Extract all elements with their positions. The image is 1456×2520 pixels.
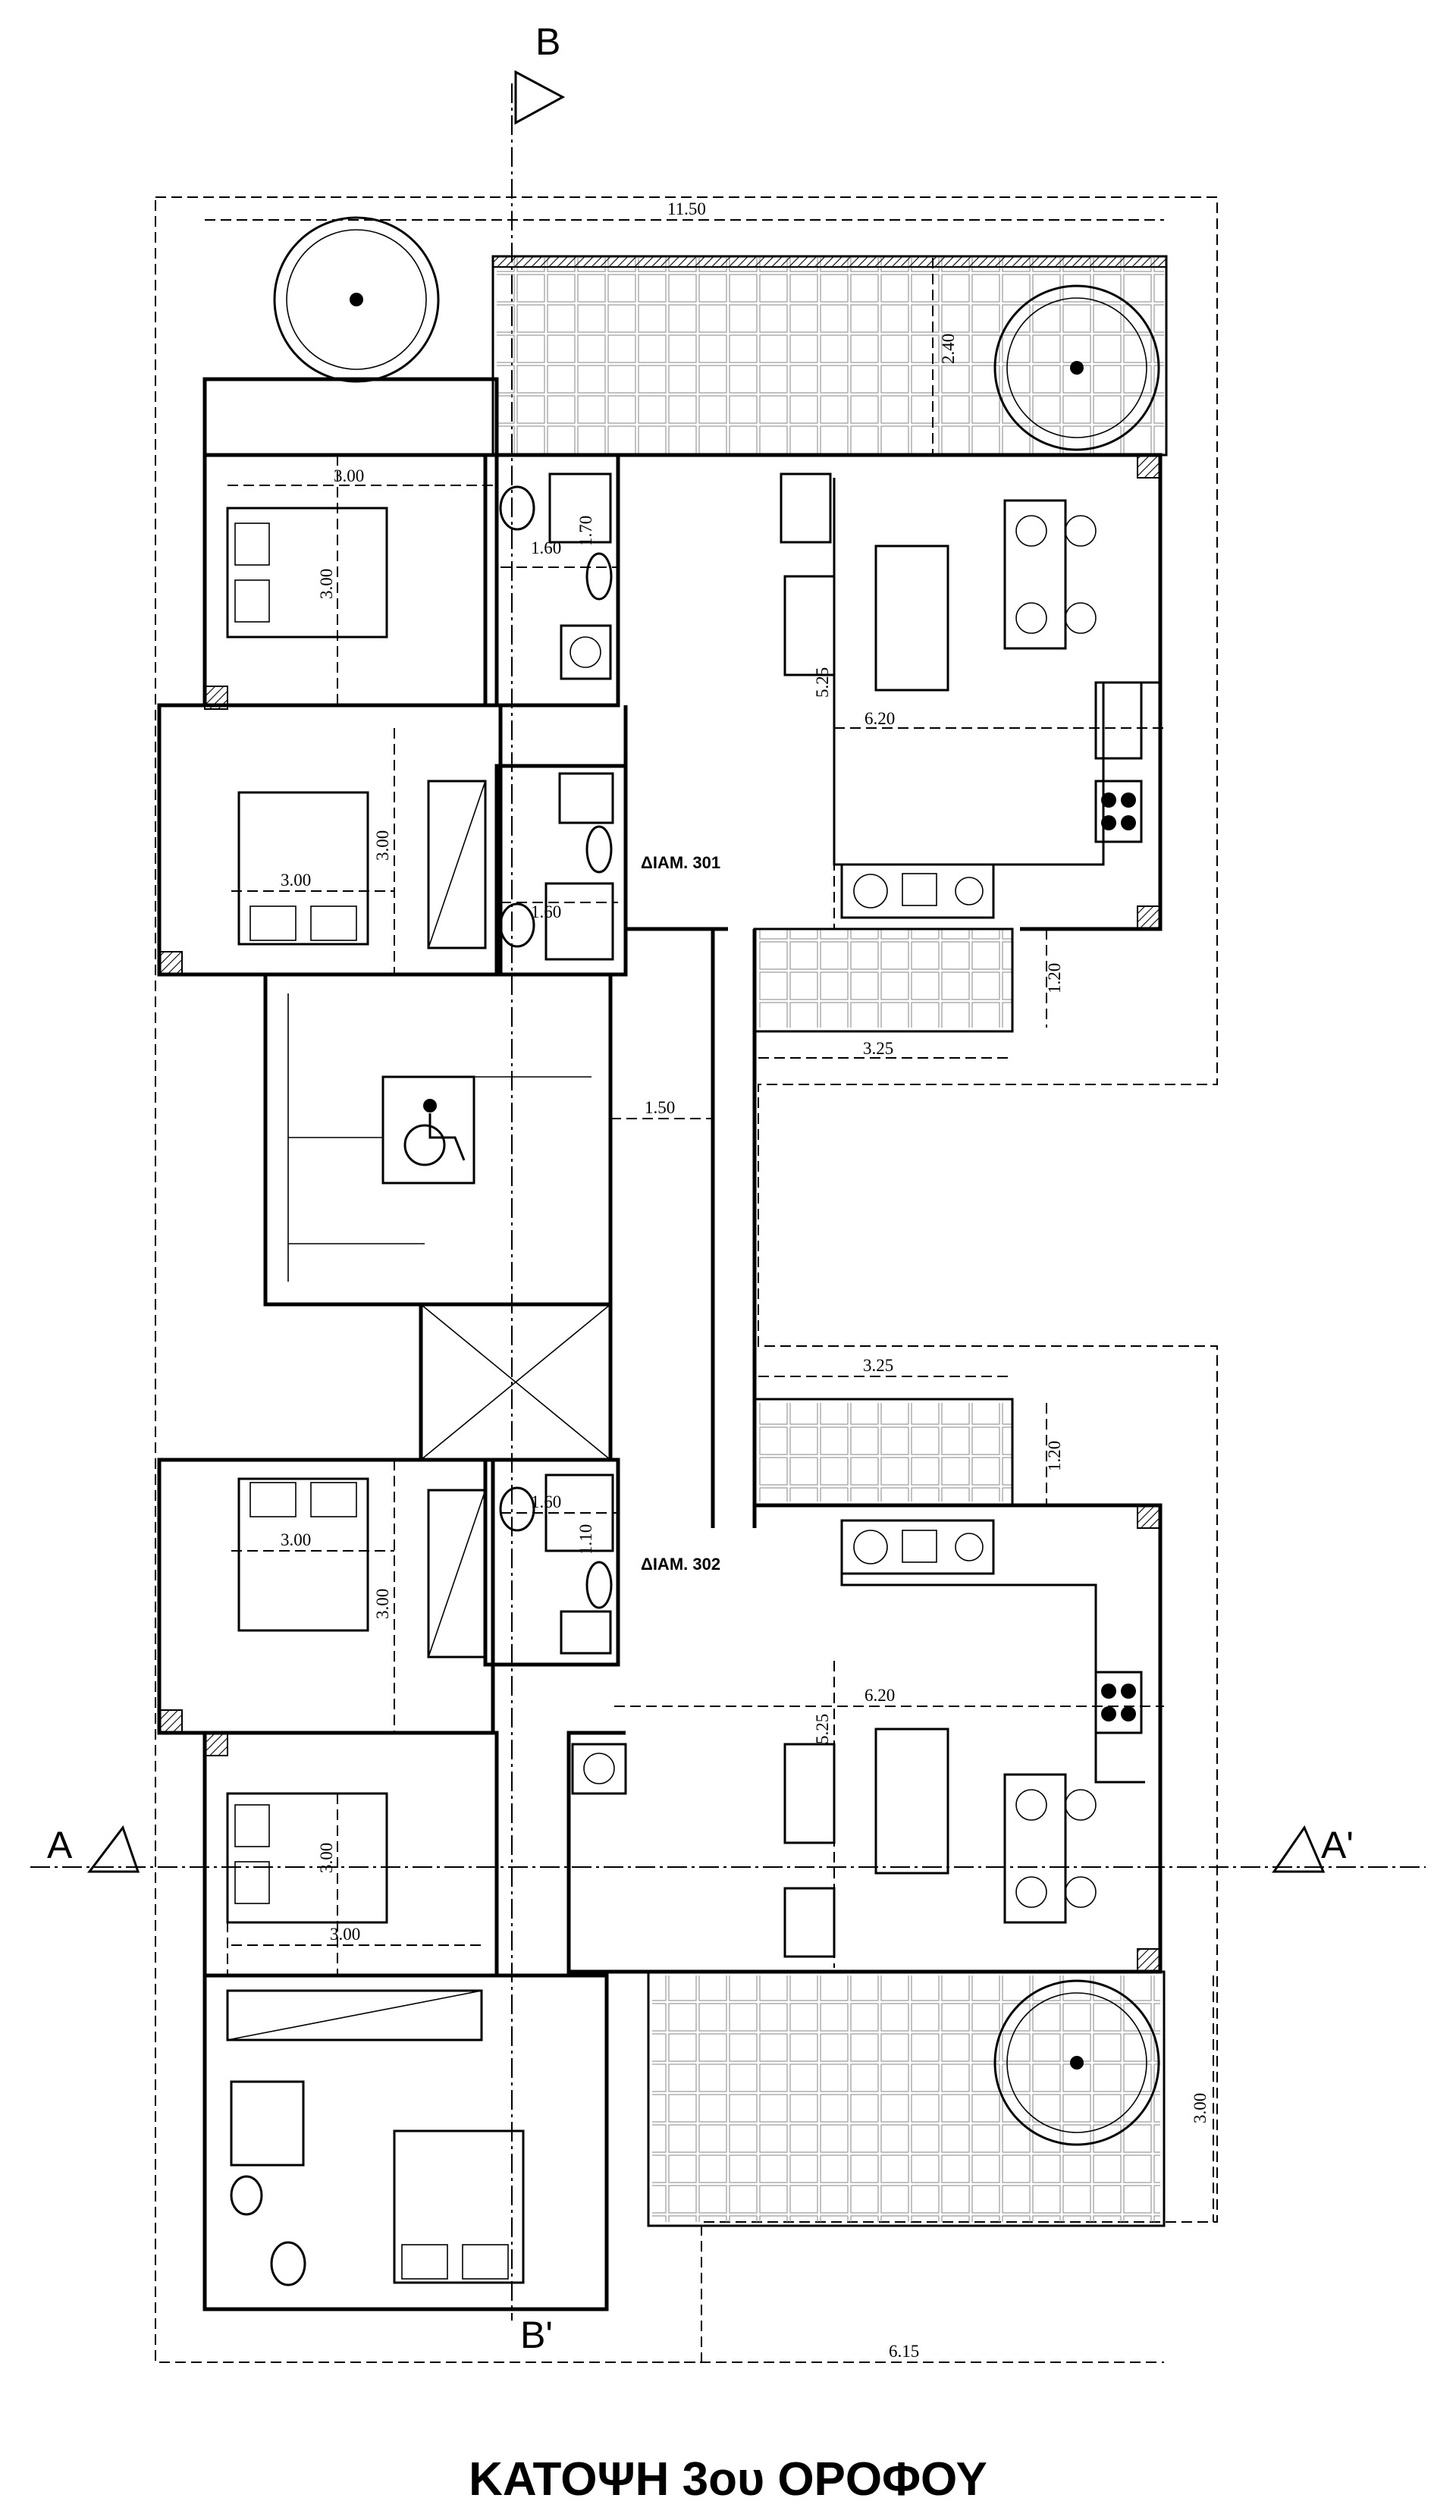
dim-bed4-depth: 3.00 — [317, 1843, 336, 1873]
section-marker-a-left — [86, 1825, 140, 1873]
section-axis-lines — [30, 83, 1426, 2321]
section-label-a-left: A — [47, 1824, 73, 1866]
plot-boundary — [155, 196, 1218, 2363]
living-302-furniture — [783, 1728, 1097, 1958]
dim-balcony1-depth: 1.20 — [1045, 963, 1064, 993]
dim-bed4-width: 3.00 — [330, 1925, 360, 1944]
dim-bottom-terrace-width: 6.15 — [889, 2342, 919, 2361]
dim-bed1-depth: 3.00 — [317, 569, 336, 599]
bath-302-fixtures — [230, 1473, 627, 2286]
wardrobe-301 — [427, 780, 487, 949]
dim-bath1-width: 1.60 — [531, 538, 561, 557]
dim-top-terrace-depth: 2.40 — [939, 334, 958, 364]
spiral-stair-bottom-right — [993, 1979, 1160, 2146]
dim-overall-width: 11.50 — [667, 199, 706, 218]
section-label-a-right: A' — [1321, 1824, 1354, 1866]
living-301-furniture — [780, 472, 1097, 692]
dim-balcony2-depth: 1.20 — [1045, 1441, 1064, 1471]
dim-bath3-depth: 1.10 — [576, 1524, 595, 1555]
dim-living1-depth: 5.25 — [813, 667, 832, 698]
balcony-302 — [753, 1398, 1014, 1507]
core-walls — [263, 929, 757, 1528]
section-label-b-bottom: B' — [520, 2314, 553, 2356]
dim-living2-width: 6.20 — [864, 1686, 895, 1705]
dim-bath1-depth: 1.70 — [576, 516, 595, 546]
dim-bottom-terrace-depth: 3.00 — [1191, 2093, 1210, 2123]
dim-living2-depth: 5.25 — [813, 1714, 832, 1744]
bed-302-a — [237, 1477, 369, 1632]
dim-bed1-width: 3.00 — [334, 466, 364, 485]
balcony-301 — [753, 927, 1014, 1033]
section-label-b-top: B — [535, 20, 560, 63]
bed-302-b — [226, 1792, 388, 1924]
apartment-label-301: ΔΙΑΜ. 301 — [641, 853, 720, 872]
dim-bed3-depth: 3.00 — [373, 1589, 392, 1619]
spiral-stair-top-right — [993, 284, 1160, 451]
dim-balcony1-width: 3.25 — [863, 1039, 893, 1058]
dimension-lines — [205, 219, 1214, 2363]
dim-bath2-width: 1.60 — [531, 902, 561, 921]
bed-301-b — [237, 791, 369, 946]
kitchen-301 — [840, 681, 1143, 919]
wheelchair-icon — [403, 1099, 466, 1166]
kitchen-302 — [840, 1519, 1143, 1734]
bed-301-a — [226, 507, 388, 639]
section-marker-a-right — [1272, 1825, 1326, 1873]
dim-bed3-width: 3.00 — [281, 1530, 311, 1549]
spiral-stair-top-left — [273, 216, 440, 383]
dim-balcony2-width: 3.25 — [863, 1356, 893, 1375]
section-marker-b-top — [514, 70, 566, 125]
bath-301-fixtures — [499, 472, 614, 961]
drawing-title: ΚΑΤΟΨΗ 3ου ΟΡΟΦΟΥ — [469, 2453, 987, 2506]
apartment-label-302: ΔΙΑΜ. 302 — [641, 1555, 720, 1574]
bed-302-c — [393, 2129, 525, 2284]
dim-bed2-depth: 3.00 — [373, 830, 392, 861]
dim-corridor-width: 1.50 — [645, 1098, 675, 1117]
dim-bed2-width: 3.00 — [281, 871, 311, 890]
dim-bath3-width: 1.60 — [531, 1492, 561, 1511]
wardrobe-302 — [226, 1489, 487, 2041]
bottom-terrace — [647, 1970, 1166, 2227]
dim-living1-width: 6.20 — [864, 709, 895, 728]
